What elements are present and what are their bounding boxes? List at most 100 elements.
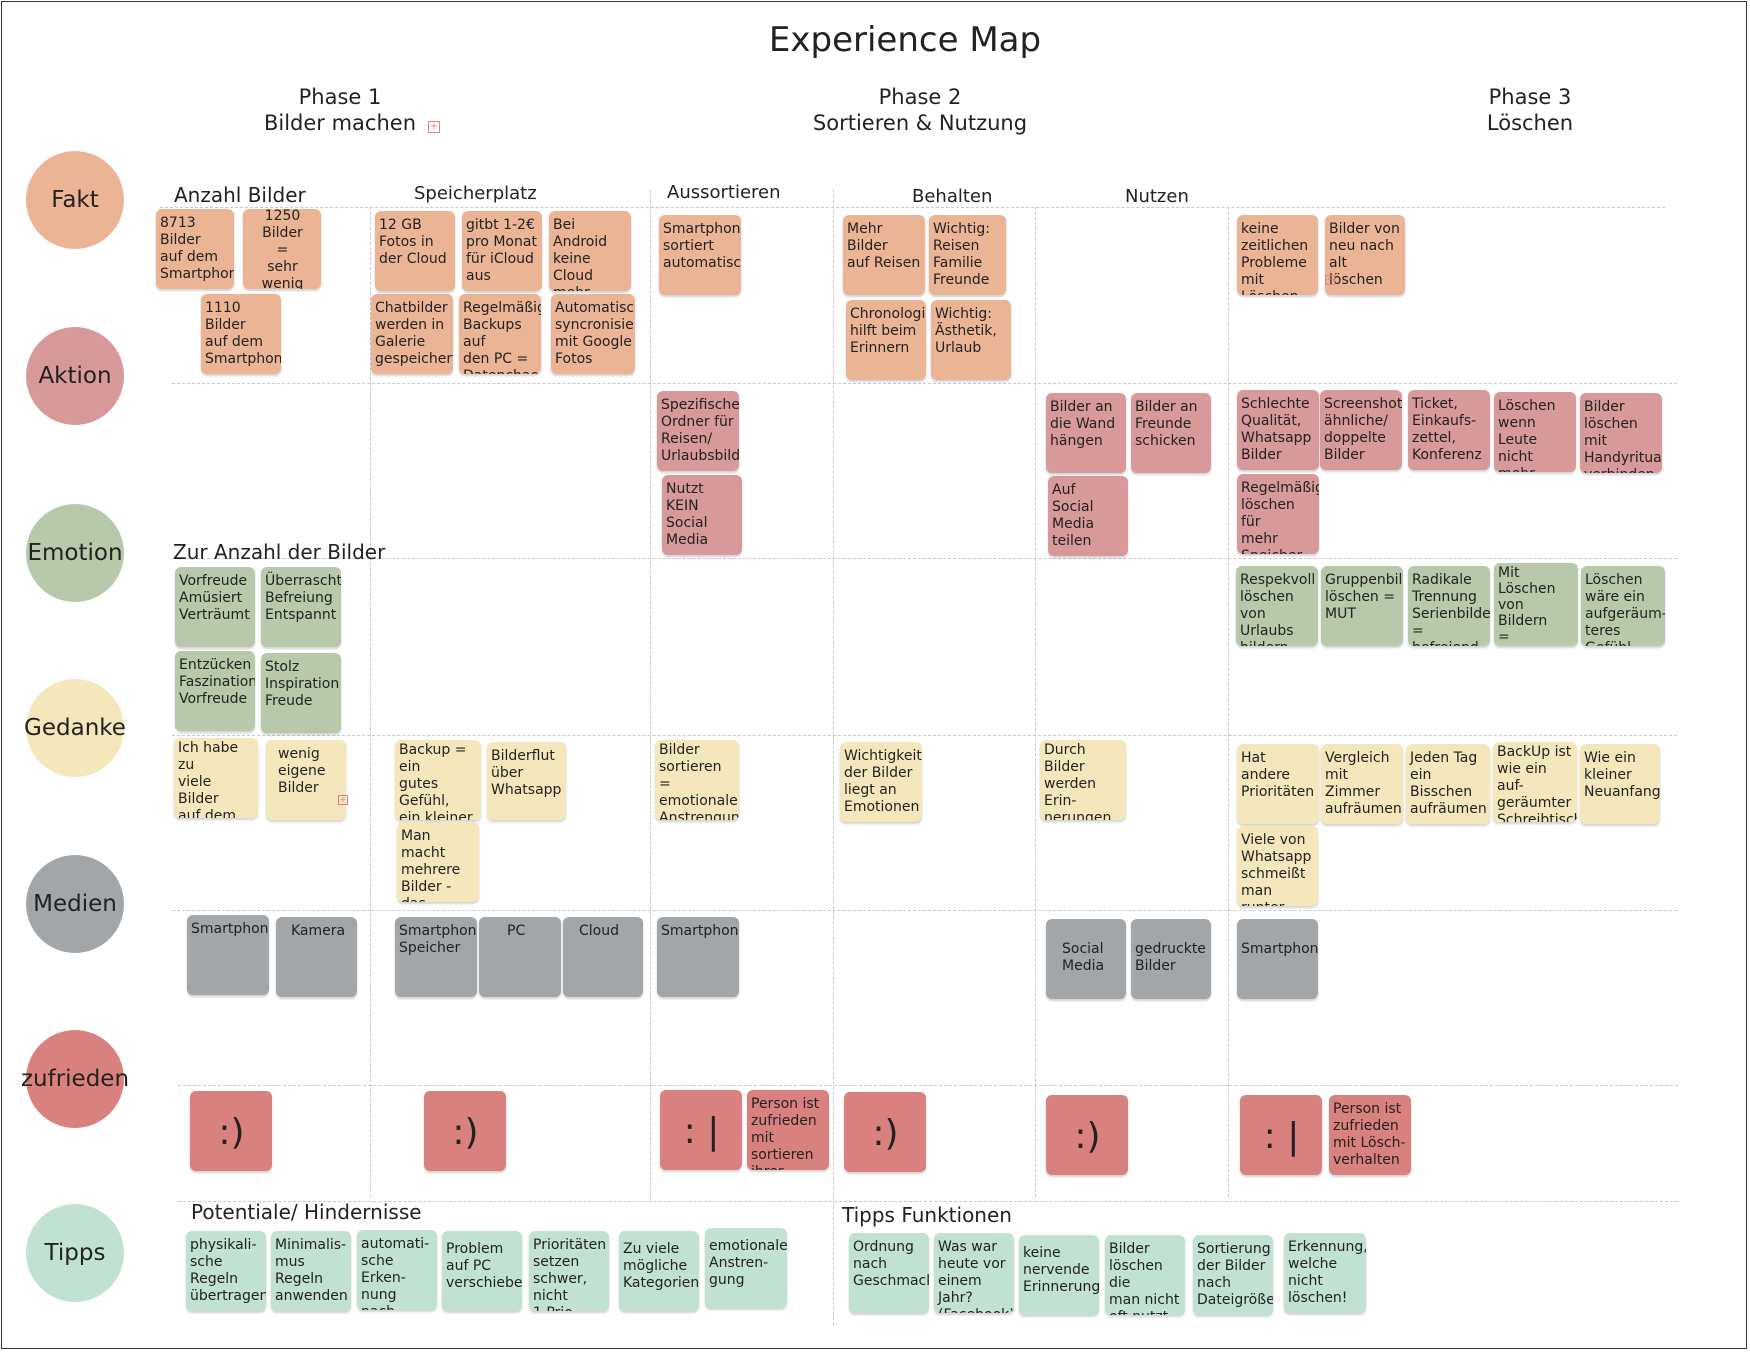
- sticky-note: gedruckte Bilder: [1131, 919, 1211, 999]
- row-label-medien: Medien: [26, 855, 124, 953]
- sticky-note: Mit Löschen von Bildern = Trennung von e…: [1494, 563, 1578, 646]
- sticky-note: Smartphone: [1237, 919, 1318, 999]
- sticky-note: physikali- sche Regeln übertragen: [186, 1231, 266, 1311]
- row-label-tipps: Tipps: [26, 1204, 124, 1302]
- satisfaction-face: :): [844, 1092, 926, 1172]
- grid-line: [833, 190, 834, 1325]
- sticky-note: PC: [479, 917, 561, 997]
- sticky-note: Bilderflut über Whatsapp: [487, 742, 566, 820]
- sticky-note: Respekvoll löschen von Urlaubs bildern: [1236, 566, 1318, 646]
- sticky-note: Bilder von neu nach alt löschen: [1325, 215, 1405, 295]
- sticky-note: wenig eigene Bilder: [266, 740, 346, 820]
- grid-line: [160, 207, 1665, 208]
- sticky-note: BackUp ist wie ein auf- geräumter Schrei…: [1493, 742, 1577, 822]
- sticky-note: Löschen wäre ein aufgeräum- teres Gefühl: [1581, 566, 1665, 646]
- sticky-note: Gruppenbild löschen = MUT: [1321, 566, 1403, 646]
- expand-icon[interactable]: +: [1325, 275, 1335, 285]
- sticky-note: Vergleich mit Zimmer aufräumen: [1321, 744, 1403, 824]
- grid-line: [172, 735, 1677, 736]
- sticky-note: Schlechte Qualität, Whatsapp Bilder: [1237, 390, 1319, 470]
- sticky-note: Radikale Trennung Serienbilder = befreie…: [1408, 566, 1490, 646]
- sticky-note: automati- sche Erken- nung nach Farbmust…: [357, 1230, 437, 1310]
- grid-line: [178, 1085, 1678, 1086]
- sticky-note: Bilder sortieren = emotionale Anstrengun…: [655, 740, 739, 820]
- sticky-note: Was war heute vor einem Jahr? (Facebook): [934, 1233, 1014, 1313]
- sticky-note: Regelmäßig Backups auf den PC = Datencha…: [459, 294, 541, 374]
- grid-line: [1228, 207, 1229, 1197]
- sticky-note: Jeden Tag ein Bisschen aufräumen: [1406, 744, 1490, 824]
- sticky-note: Ich habe zu viele Bilder auf dem Smartph…: [174, 738, 258, 818]
- sticky-note: keine zeitlichen Probleme mit Löschen: [1237, 215, 1318, 295]
- sticky-note: Smartphone: [187, 915, 269, 995]
- sticky-note: keine nervende Erinnerung!: [1019, 1235, 1099, 1315]
- sticky-note: Wichtig: Ästhetik, Urlaub: [931, 300, 1011, 380]
- sticky-note: Regelmäßig löschen für mehr Speicher: [1237, 474, 1319, 554]
- sticky-note: Person ist zufrieden mit sortieren ihrer…: [747, 1090, 829, 1170]
- row-label-gedanke: Gedanke: [24, 679, 126, 777]
- sticky-note: Viele von Whatsapp schmeißt man runter: [1237, 826, 1318, 906]
- sticky-note: 8713 Bilder auf dem Smartphone: [156, 209, 234, 289]
- sticky-note: Social Media: [1046, 919, 1126, 999]
- sticky-note: Überrascht Befreiung Entspannt: [261, 567, 341, 647]
- sticky-note: Kamera: [276, 917, 357, 997]
- expand-icon[interactable]: +: [338, 795, 348, 805]
- sticky-note: Durch Bilder werden Erin- nerungen leben…: [1040, 740, 1126, 820]
- sticky-note: Löschen wenn Leute nicht mehr wichtig si…: [1494, 392, 1576, 472]
- satisfaction-face: :): [424, 1091, 506, 1171]
- sticky-note: Man macht mehrere Bilder - das Schönste?: [397, 822, 479, 902]
- category-anzahl-bilder: Anzahl Bilder: [174, 183, 306, 207]
- sticky-note: Entzücken Faszination Vorfreude: [175, 651, 255, 731]
- sticky-note: Zu viele mögliche Kategorien: [619, 1231, 699, 1311]
- satisfaction-face: :): [1046, 1095, 1128, 1175]
- row-label-aktion: Aktion: [26, 327, 124, 425]
- category-speicherplatz: Speicherplatz: [414, 183, 537, 204]
- sticky-note: Wichtigkeit der Bilder liegt an Emotione…: [840, 742, 922, 822]
- sticky-note: Wichtig: Reisen Familie Freunde: [929, 215, 1006, 295]
- phase-2-header: Phase 2 Sortieren & Nutzung: [812, 85, 1028, 135]
- sticky-note: Bilder löschen mit Handyritual verbinden: [1580, 393, 1662, 473]
- sticky-note: Screenshots ähnliche/ doppelte Bilder: [1320, 390, 1402, 470]
- sticky-note: Problem auf PC verschieben: [442, 1231, 522, 1311]
- grid-line: [178, 1201, 1678, 1202]
- row-label-emotion: Emotion: [26, 504, 124, 602]
- sticky-note: Person ist zufrieden mit Lösch- verhalte…: [1329, 1095, 1411, 1175]
- sticky-note: Chatbilder werden in Galerie gespeichert: [371, 294, 453, 374]
- phase-3-header: Phase 3 Löschen: [1486, 85, 1574, 135]
- satisfaction-face: :): [190, 1091, 272, 1171]
- category-behalten: Behalten: [912, 186, 993, 207]
- sticky-note: Bei Android keine Cloud mehr nötig: [549, 211, 631, 291]
- row-label-zufrieden: zufrieden: [21, 1030, 129, 1128]
- sticky-note: Vorfreude Amüsiert Verträumt: [175, 567, 255, 647]
- sticky-note: 1250 Bilder = sehr wenig: [243, 209, 321, 289]
- expand-icon[interactable]: +: [428, 121, 440, 133]
- category-potentiale: Potentiale/ Hindernisse: [191, 1200, 422, 1224]
- grid-line: [1035, 207, 1036, 1197]
- sticky-note: Minimalis- mus Regeln anwenden: [271, 1231, 351, 1311]
- sticky-note: Cloud: [563, 917, 643, 997]
- phase-1-header: Phase 1 Bilder machen: [263, 85, 417, 135]
- sticky-note: Bilder an Freunde schicken: [1131, 393, 1211, 473]
- sticky-note: Spezifischer Ordner für Reisen/ Urlaubsb…: [657, 391, 739, 471]
- sticky-note: Smartphone: [657, 917, 739, 997]
- satisfaction-face: : |: [660, 1090, 742, 1170]
- sticky-note: Stolz Inspiration Freude: [261, 653, 341, 733]
- grid-line: [172, 383, 1677, 384]
- sticky-note: Auf Social Media teilen: [1048, 476, 1128, 556]
- grid-line: [172, 558, 1677, 559]
- sticky-note: Bilder an die Wand hängen: [1046, 393, 1126, 473]
- grid-line: [370, 207, 371, 1197]
- sticky-note: Mehr Bilder auf Reisen: [843, 215, 925, 295]
- sticky-note: Bilder löschen die man nicht oft nutzt: [1105, 1235, 1185, 1315]
- grid-line: [650, 190, 651, 1200]
- sticky-note: Smartphone Speicher: [395, 917, 477, 997]
- sticky-note: 1110 Bilder auf dem Smartphone: [201, 294, 281, 374]
- row-label-fakt: Fakt: [26, 151, 124, 249]
- sticky-note: emotionale Anstren- gung: [705, 1228, 787, 1308]
- sticky-note: Wie ein kleiner Neuanfang: [1580, 744, 1660, 824]
- sticky-note: Nutzt KEIN Social Media: [662, 475, 742, 555]
- sticky-note: Automatisch syncronisiert mit Google Fot…: [551, 294, 635, 374]
- sticky-note: Chronologie hilft beim Erinnern: [846, 300, 926, 380]
- sticky-note: Backup = ein gutes Gefühl, ein kleiner N…: [395, 740, 481, 820]
- sticky-note: 12 GB Fotos in der Cloud: [375, 211, 455, 291]
